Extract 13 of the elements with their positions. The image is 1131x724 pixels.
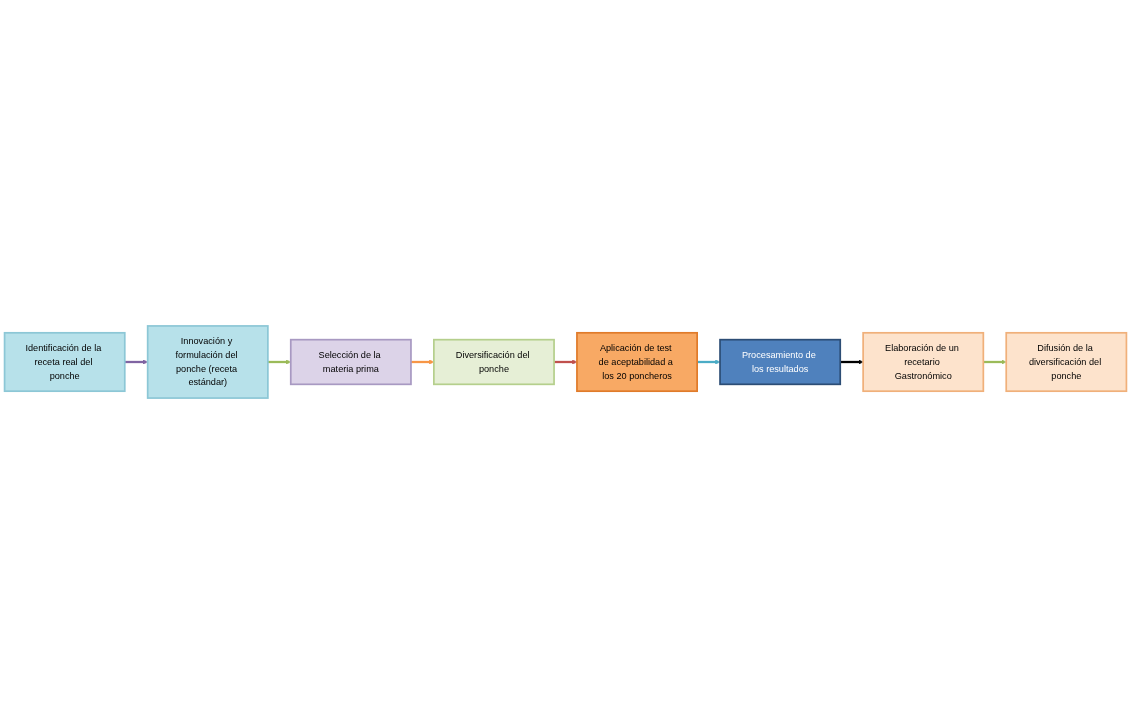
node-box: Selección de la materia prima xyxy=(289,338,412,386)
arrow xyxy=(267,359,291,365)
node-box: Elaboración de un recetario Gastronómico xyxy=(862,331,985,393)
arrow xyxy=(697,359,721,365)
node-box: Identificación de la receta real del ponche xyxy=(3,331,126,393)
node-box: Innovación y formulación del ponche (receta estándar) xyxy=(146,325,269,399)
node-box: Aplicación de test de aceptabilidad a los 20 poncheros xyxy=(576,331,698,393)
node-box: Difusión de la diversificación del ponche xyxy=(1005,331,1128,393)
arrow xyxy=(840,359,864,365)
node-box: Diversificación del ponche xyxy=(433,338,555,386)
arrow xyxy=(983,359,1007,365)
arrow xyxy=(124,359,148,365)
node-box: Procesamiento de los resultados xyxy=(719,338,842,386)
